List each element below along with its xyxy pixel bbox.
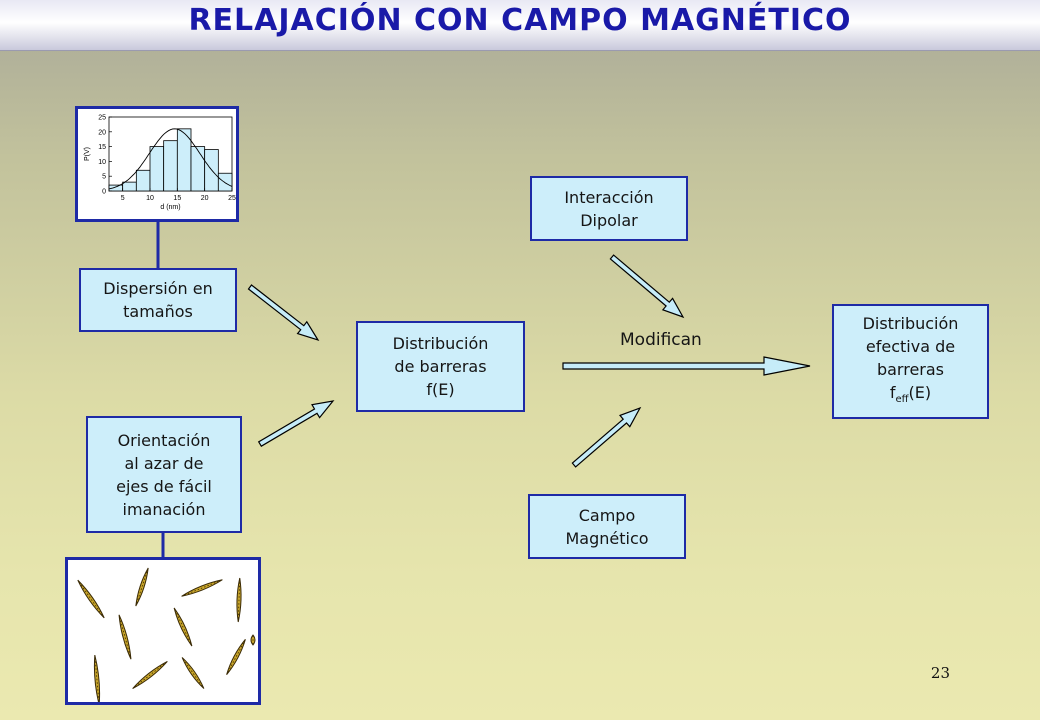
- slide-title: RELAJACIÓN CON CAMPO MAGNÉTICO: [188, 3, 852, 38]
- orientacion-text: Orientación al azar de ejes de fácil ima…: [116, 430, 212, 519]
- histogram-ytick-label: 25: [98, 115, 106, 122]
- needle-particle: [77, 579, 105, 619]
- page-number: 23: [930, 664, 950, 682]
- histogram-ytick-label: 15: [98, 144, 106, 151]
- histogram-xtick-label: 10: [146, 195, 154, 202]
- needle-particle: [173, 607, 193, 647]
- campo-text: Campo Magnético: [565, 505, 649, 548]
- needle-particle: [236, 577, 242, 623]
- histogram-xlabel: d (nm): [160, 204, 180, 211]
- arrow-dispersion-to-distribucion: [247, 284, 320, 342]
- needle-particle: [181, 657, 205, 689]
- arrow-interaccion-to-modifican: [609, 254, 685, 319]
- needle-particle: [181, 579, 223, 597]
- box-dispersion-tamanos: Dispersión en tamaños: [79, 268, 237, 332]
- histogram-ytick-label: 5: [102, 174, 106, 181]
- needle-particle: [250, 634, 256, 646]
- title-bar: RELAJACIÓN CON CAMPO MAGNÉTICO: [0, 0, 1040, 51]
- efectiva-subscript: eff: [895, 394, 909, 406]
- box-distribucion-barreras: Distribución de barreras f(E): [356, 321, 525, 412]
- histogram-fit-curve: [108, 128, 233, 190]
- interaccion-text: Interacción Dipolar: [564, 187, 654, 230]
- efectiva-text: Distribución efectiva de barreras feff(E…: [863, 312, 959, 411]
- needle-particle: [93, 654, 101, 706]
- histogram-bar: [217, 172, 233, 192]
- needle-particle: [118, 614, 132, 660]
- box-orientacion-azar: Orientación al azar de ejes de fácil ima…: [86, 416, 242, 533]
- arrow-campo-to-modifican: [571, 406, 642, 468]
- histogram-ytick-label: 20: [98, 129, 106, 136]
- needle-particle: [226, 639, 246, 675]
- needle-particle: [132, 661, 168, 689]
- efectiva-suffix: (E): [908, 382, 932, 402]
- arrow-orientacion-to-distribucion: [257, 400, 335, 448]
- dispersion-text: Dispersión en tamaños: [103, 279, 213, 321]
- histogram-xtick-label: 20: [201, 195, 209, 202]
- particles-illustration: [77, 567, 256, 706]
- needle-particle: [135, 567, 149, 607]
- modifican-label: Modifican: [620, 330, 702, 350]
- box-interaccion-dipolar: Interacción Dipolar: [530, 176, 688, 241]
- distribucion-text: Distribución de barreras f(E): [392, 334, 489, 399]
- box-campo-magnetico: Campo Magnético: [528, 494, 686, 559]
- box-distribucion-efectiva: Distribución efectiva de barreras feff(E…: [832, 304, 989, 419]
- efectiva-prefix: Distribución efectiva de barreras f: [862, 313, 959, 402]
- histogram-xtick-label: 15: [173, 195, 181, 202]
- histogram-ytick-label: 0: [102, 189, 106, 196]
- histogram-ytick-label: 10: [98, 159, 106, 166]
- arrow-main-to-efectiva: [562, 356, 811, 376]
- particles-frame: [65, 557, 261, 706]
- histogram-xtick-label: 25: [228, 195, 236, 202]
- arrows: [247, 254, 811, 468]
- histogram-xtick-label: 5: [121, 195, 125, 202]
- histogram-ylabel: P(V): [84, 147, 91, 161]
